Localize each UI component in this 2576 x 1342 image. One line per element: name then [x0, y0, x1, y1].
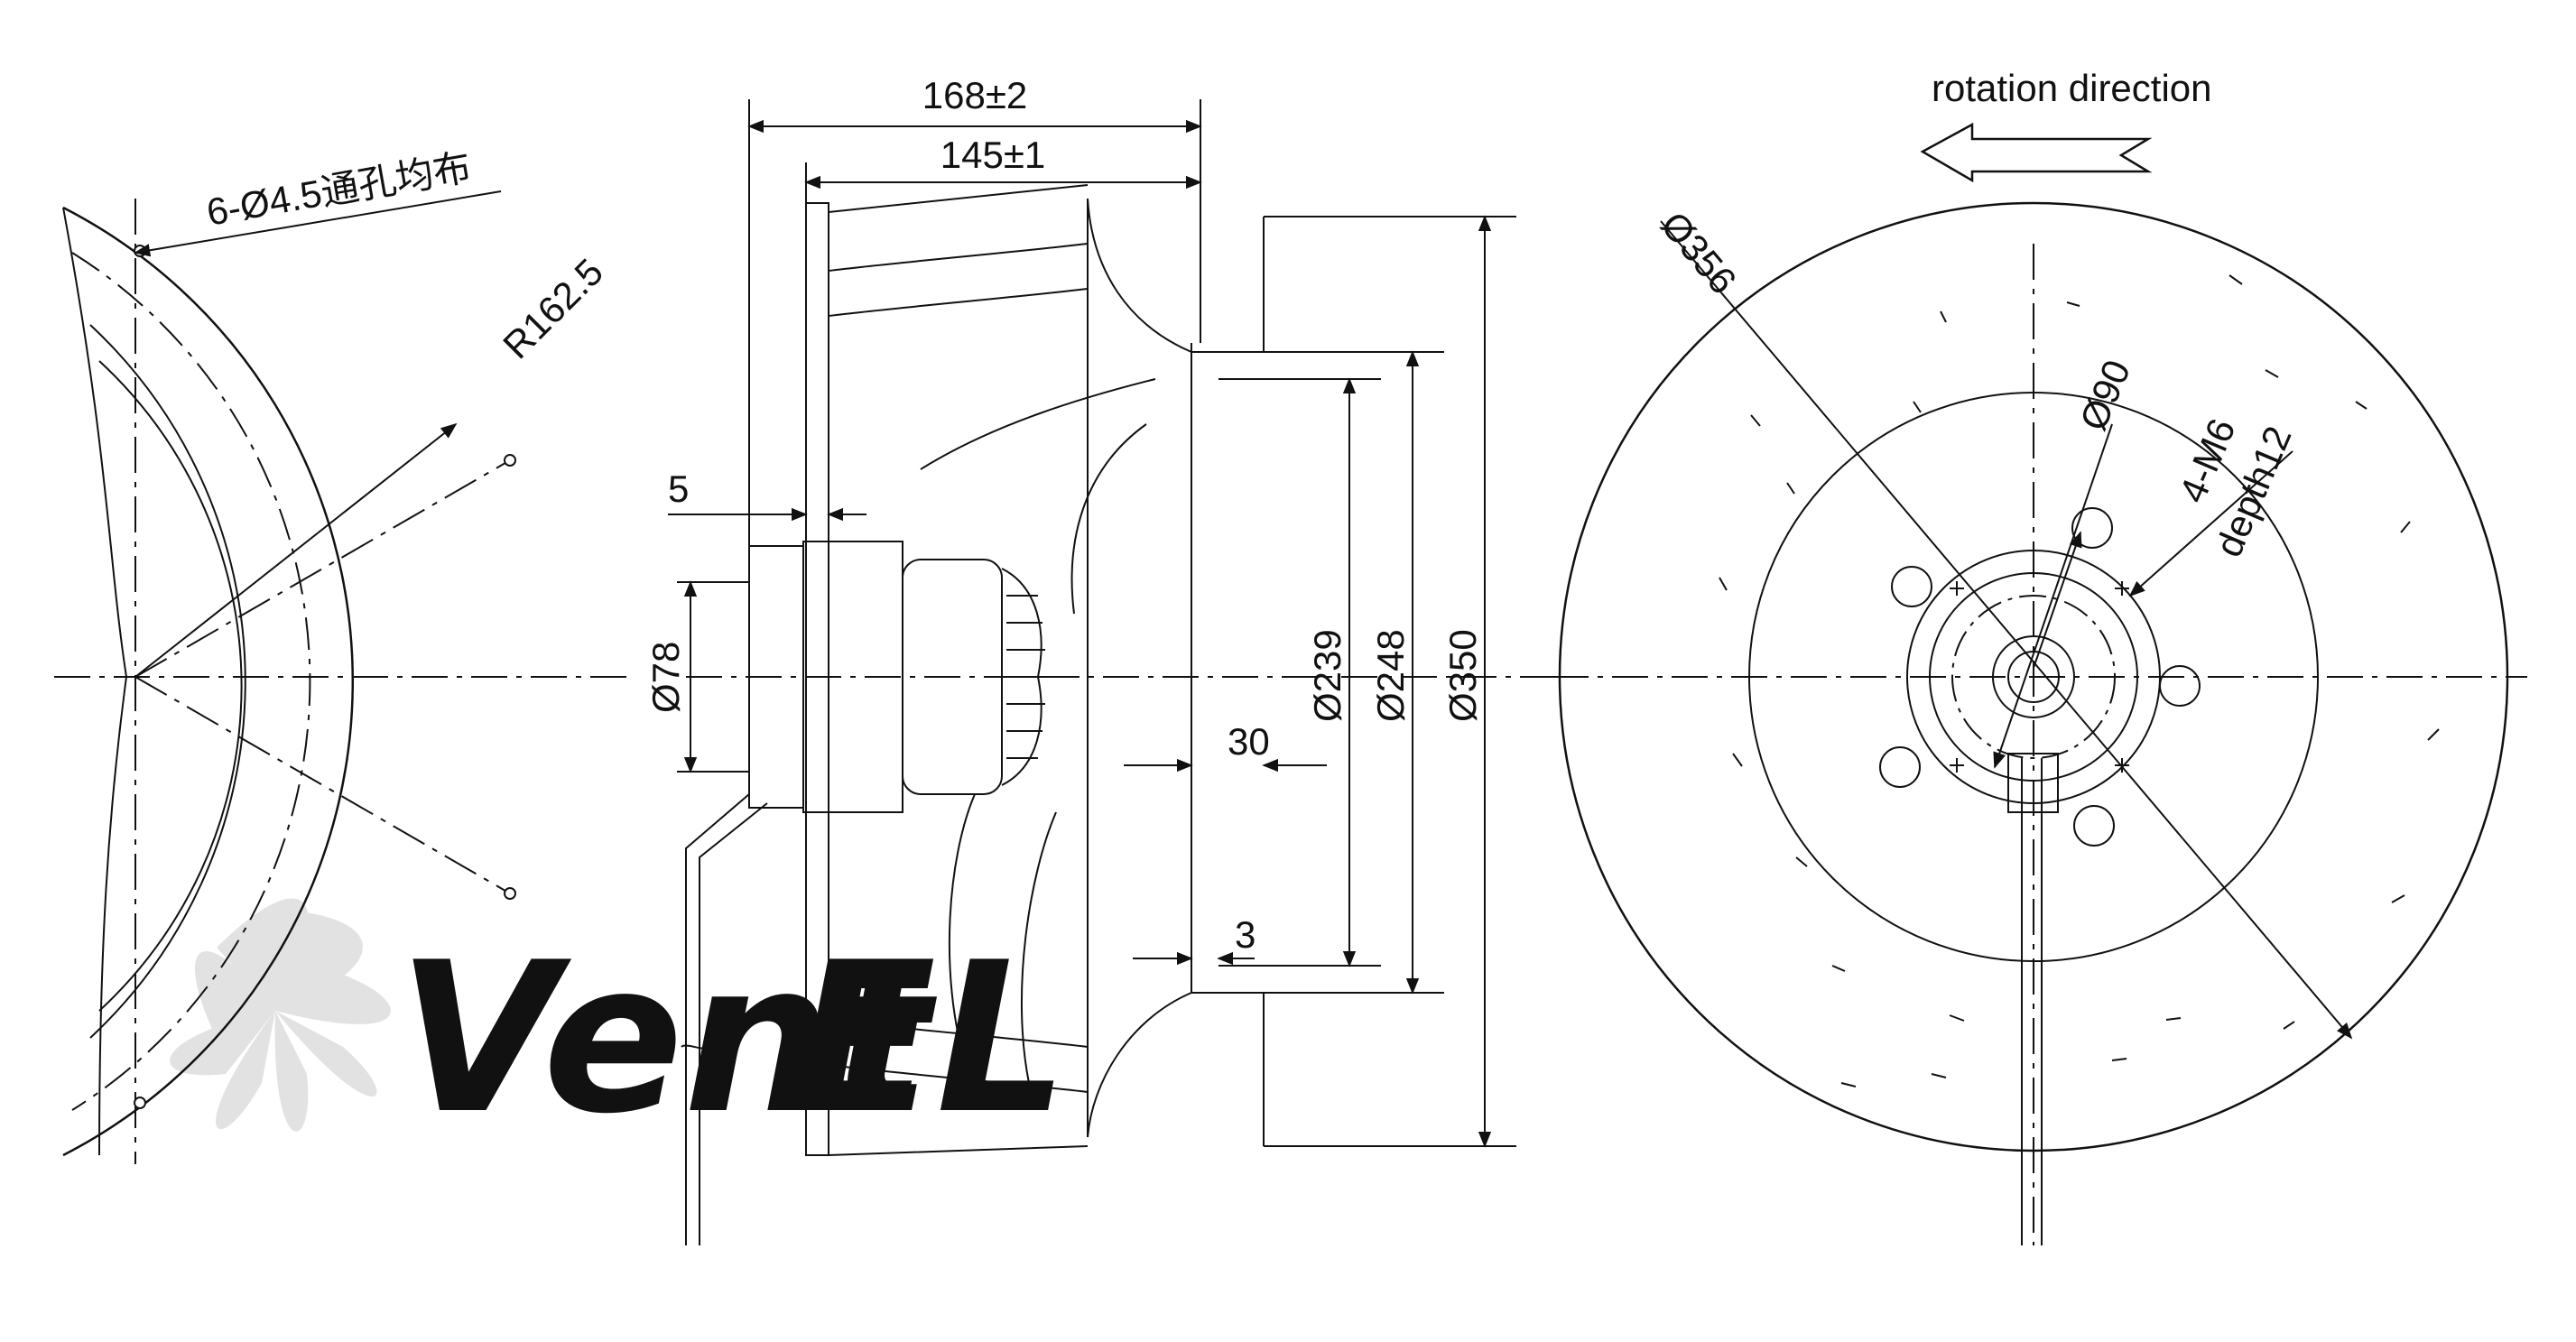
impeller-top-blade — [828, 243, 1089, 317]
mount-hole — [504, 454, 516, 467]
flange-plate — [805, 202, 829, 1156]
left-view — [54, 190, 632, 1164]
dim-90-leader-b — [2033, 531, 2082, 669]
mount-lug — [1891, 566, 1932, 607]
dim-90-leader — [1993, 423, 2113, 769]
dim-3-label: 3 — [1235, 913, 1256, 956]
motor-fins — [1001, 568, 1047, 786]
watermark-text-1: Vent — [397, 919, 938, 1160]
dim-248-label: Ø248 — [1369, 629, 1412, 722]
dim-350-label: Ø350 — [1441, 629, 1484, 722]
side-view — [668, 99, 1561, 1245]
flange-outline — [62, 206, 355, 1157]
hole-radial-2 — [134, 676, 511, 894]
mount-lug — [2159, 665, 2201, 707]
rotation-arrow-icon — [1920, 122, 2153, 183]
dim-5-label: 5 — [668, 467, 689, 510]
dim-90-label: Ø90 — [2071, 354, 2138, 436]
cable — [681, 793, 768, 1245]
blade-slots — [1719, 274, 2440, 1087]
cable — [2007, 753, 2059, 1245]
mount-hole — [504, 887, 516, 900]
mount-lug — [2073, 805, 2115, 847]
impeller-shroud — [1087, 198, 1192, 1138]
dim-168-label: 168±2 — [922, 74, 1027, 116]
blade-curve — [920, 378, 1156, 1084]
dim-239-label: Ø239 — [1306, 629, 1348, 722]
dim-356-leader — [1660, 220, 2353, 1040]
mount-hole — [134, 1097, 146, 1109]
flange-inner-ring — [89, 324, 246, 1039]
bolt-circle — [71, 252, 311, 1111]
mount-lug — [2071, 507, 2113, 549]
cut-edge — [62, 207, 128, 1156]
motor-rotor — [902, 559, 1003, 795]
dim-78-label: Ø78 — [644, 642, 687, 713]
mount-lug — [1879, 746, 1921, 788]
dim-30-label: 30 — [1228, 720, 1270, 763]
radius-label: R162.5 — [495, 250, 611, 366]
watermark-fan-icon — [170, 898, 391, 1132]
thread-leader — [2128, 450, 2293, 597]
dim-356-label: Ø356 — [1653, 204, 1745, 302]
holes-leader — [134, 190, 502, 257]
holes-note: 6-Ø4.5通孔均布 — [203, 145, 474, 234]
impeller-backplate — [828, 184, 1089, 1156]
watermark: Vent EL — [170, 898, 1069, 1160]
rotation-label: rotation direction — [1932, 67, 2212, 109]
front-view — [1552, 122, 2527, 1245]
dim-145-label: 145±1 — [941, 134, 1045, 176]
inlet-ring — [1191, 217, 1265, 1146]
hole-radial-1 — [134, 459, 511, 678]
inlet-ring — [98, 360, 243, 1012]
watermark-text-2: EL — [794, 919, 1069, 1160]
radius-leader — [134, 422, 458, 678]
